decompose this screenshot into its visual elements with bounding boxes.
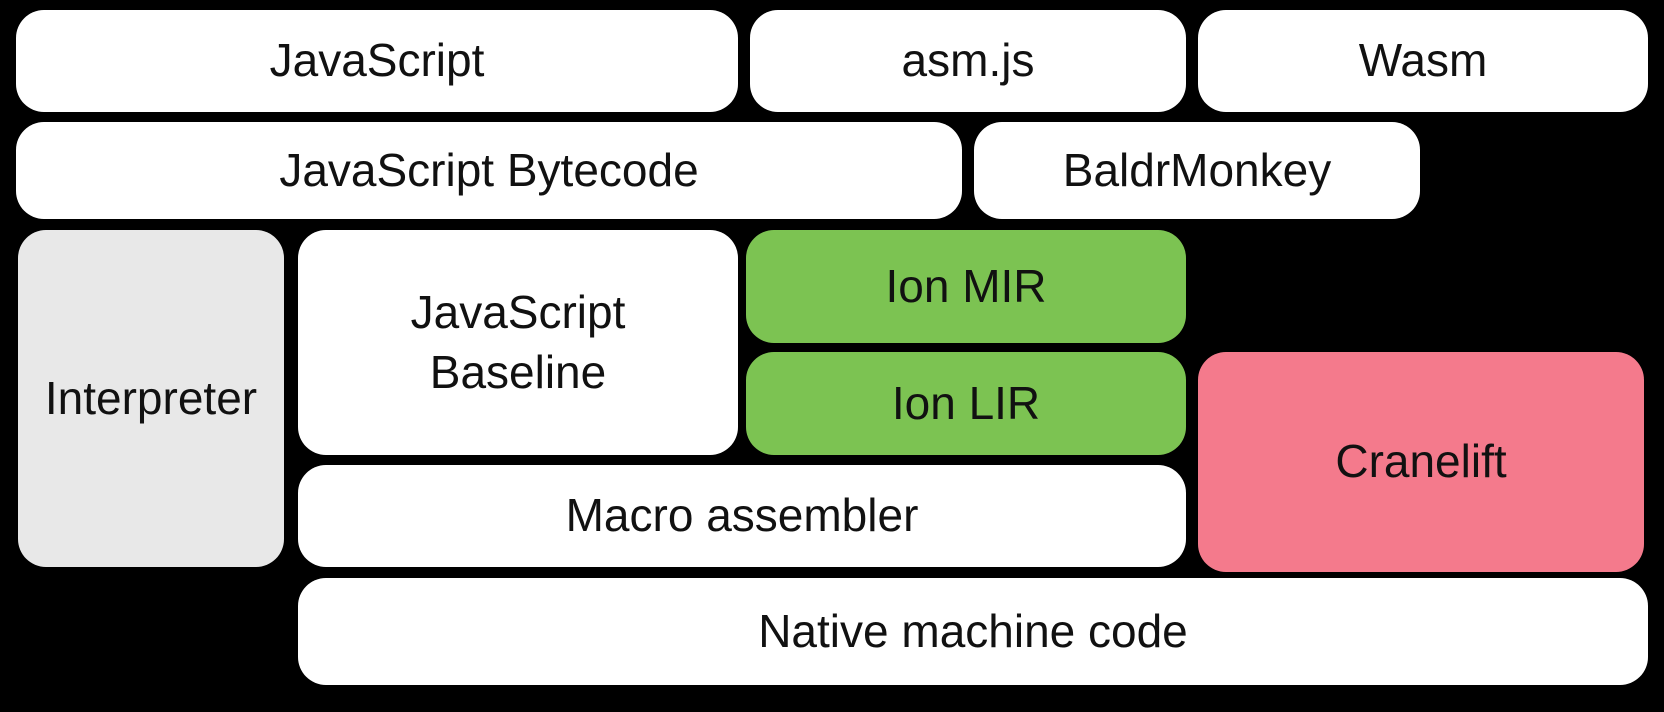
- box-ion-lir: Ion LIR: [746, 352, 1186, 455]
- box-cranelift: Cranelift: [1198, 352, 1644, 572]
- box-ion-lir-label: Ion LIR: [891, 376, 1041, 429]
- box-native-machine-code-label: Native machine code: [758, 604, 1188, 657]
- box-ion-mir-label: Ion MIR: [885, 259, 1047, 312]
- box-baldrmonkey: BaldrMonkey: [974, 122, 1420, 219]
- box-interpreter-label: Interpreter: [44, 371, 258, 424]
- box-macro-assembler: Macro assembler: [298, 465, 1186, 567]
- box-asmjs: asm.js: [750, 10, 1186, 112]
- box-asmjs-label: asm.js: [901, 34, 1035, 87]
- box-ion-mir: Ion MIR: [746, 230, 1186, 343]
- box-native-machine-code: Native machine code: [298, 578, 1648, 685]
- box-wasm-label: Wasm: [1358, 34, 1488, 87]
- box-javascript-label: JavaScript: [269, 34, 485, 87]
- box-javascript-baseline: JavaScript Baseline: [298, 230, 738, 455]
- box-javascript-bytecode-label: JavaScript Bytecode: [279, 143, 699, 196]
- box-cranelift-label: Cranelift: [1335, 435, 1507, 488]
- box-interpreter: Interpreter: [18, 230, 284, 567]
- box-javascript-bytecode: JavaScript Bytecode: [16, 122, 962, 219]
- box-macro-assembler-label: Macro assembler: [565, 489, 919, 542]
- box-baldrmonkey-label: BaldrMonkey: [1062, 143, 1332, 196]
- box-javascript-baseline-label: JavaScript Baseline: [410, 285, 626, 398]
- box-wasm: Wasm: [1198, 10, 1648, 112]
- box-javascript: JavaScript: [16, 10, 738, 112]
